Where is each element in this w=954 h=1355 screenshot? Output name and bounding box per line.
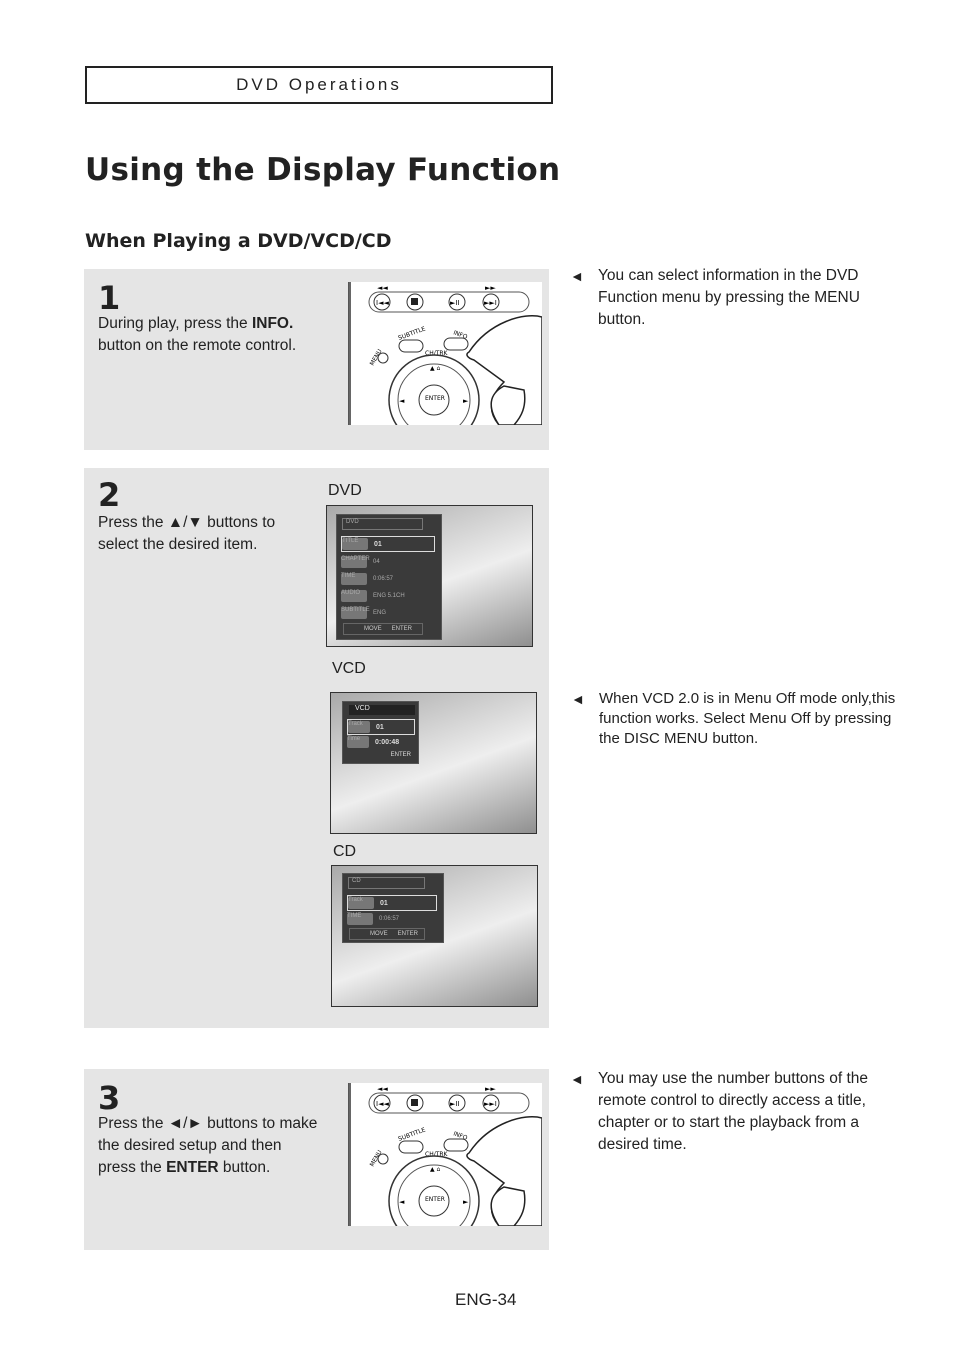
cd-label: CD [333, 843, 357, 860]
step3-note-text: You may use the number buttons of the re… [598, 1070, 868, 1153]
step1-number: 1 [98, 279, 121, 317]
page-title: Using the Display Function [85, 152, 561, 188]
vcd-label: VCD [332, 660, 366, 677]
svg-text:◄: ◄ [399, 1198, 405, 1206]
note-arrow-icon: ◄ [570, 268, 584, 284]
remote-control-illustration-3: ◄◄ ►► I◄◄ ►II ►►I SUBTITLE INFO MENU CH/… [348, 1083, 542, 1226]
step3-number: 3 [98, 1079, 121, 1117]
clock-icon: Time [347, 736, 369, 748]
svg-text:CH/TRK: CH/TRK [425, 350, 449, 357]
svg-text:►►I: ►►I [484, 1100, 497, 1108]
svg-text:INFO: INFO [452, 1130, 468, 1142]
vcd-osd-footer: ENTER [390, 752, 411, 758]
subtitle-icon: SUBTITLE [341, 607, 370, 619]
svg-text:ENTER: ENTER [425, 395, 445, 402]
step2-text: Press the ▲/▼ buttons to select the desi… [98, 514, 276, 553]
remote-info-label: INFO [452, 329, 468, 341]
svg-text:I◄◄: I◄◄ [376, 1100, 389, 1108]
step1-text: During play, press the INFO. button on t… [98, 313, 323, 357]
step3-text: Press the ◄/► buttons to make the desire… [98, 1113, 323, 1179]
svg-text:CH/TRK: CH/TRK [425, 1151, 449, 1158]
step3-note: ◄ You may use the number buttons of the … [570, 1068, 898, 1156]
vcd-osd-header: VCD [349, 705, 415, 715]
svg-text:◄◄: ◄◄ [377, 284, 388, 292]
svg-text:ENTER: ENTER [425, 1196, 445, 1203]
remote-control-graphic: ◄◄ ►► I◄◄ ►II ►►I SUBTITLE INFO MENU CH/… [349, 1083, 542, 1226]
step3-text-a: Press the ◄/► buttons to make the desire… [98, 1115, 318, 1176]
chapter-icon: CHAPTER [341, 556, 370, 568]
note-arrow-icon: ◄ [571, 691, 585, 707]
svg-text:SUBTITLE: SUBTITLE [397, 1126, 426, 1142]
svg-text:▲ ⌂: ▲ ⌂ [430, 1166, 441, 1173]
svg-text:►II: ►II [450, 1100, 460, 1108]
step1-text-bold: INFO. [251, 315, 294, 332]
step3-text-bold: ENTER [166, 1159, 219, 1176]
svg-text:►: ► [463, 397, 469, 405]
cd-osd-header: CD [348, 877, 425, 889]
remote-control-graphic: ◄◄ ►► I◄◄ ►II ►►I SUBTITLE INFO MENU CH/… [349, 282, 542, 425]
step1-note-text: You can select information in the DVD Fu… [598, 267, 860, 328]
step2-panel: 2 Press the ▲/▼ buttons to select the de… [84, 468, 549, 1028]
svg-text:►►: ►► [485, 1085, 496, 1093]
step1-panel: 1 During play, press the INFO. button on… [84, 269, 549, 450]
step1-text-b: button on the remote control. [98, 337, 297, 354]
svg-text:◄◄: ◄◄ [377, 1085, 388, 1093]
svg-text:►►I: ►►I [484, 299, 497, 307]
audio-icon: AUDIO [341, 590, 367, 602]
svg-text:I◄◄: I◄◄ [376, 299, 389, 307]
clock-icon: TIME [347, 913, 373, 925]
section-subtitle: When Playing a DVD/VCD/CD [85, 230, 392, 252]
remote-subtitle-label: SUBTITLE [397, 325, 426, 341]
step3-text-b: button. [218, 1159, 271, 1176]
dvd-label: DVD [328, 482, 362, 499]
step2-number: 2 [98, 476, 121, 514]
step3-panel: 3 Press the ◄/► buttons to make the desi… [84, 1069, 549, 1250]
section-header-label: DVD Operations [236, 75, 402, 94]
svg-text:►: ► [463, 1198, 469, 1206]
clock-icon: TIME [341, 573, 367, 585]
svg-text:◄: ◄ [399, 397, 405, 405]
dvd-osd-header: DVD [342, 518, 423, 530]
step2-note-text: When VCD 2.0 is in Menu Off mode only,th… [599, 690, 896, 747]
svg-text:►II: ►II [450, 299, 460, 307]
page-number: ENG-34 [455, 1290, 517, 1309]
track-icon: Track [348, 721, 370, 733]
svg-text:▲ ⌂: ▲ ⌂ [430, 365, 441, 372]
remote-control-illustration-1: ◄◄ ►► I◄◄ ►II ►►I SUBTITLE INFO MENU CH/… [348, 282, 542, 425]
note-arrow-icon: ◄ [570, 1071, 584, 1087]
step1-text-a: During play, press the [98, 315, 252, 332]
section-header: DVD Operations [85, 66, 553, 104]
track-icon: Track [348, 897, 374, 909]
title-icon: TITLE [342, 538, 368, 550]
svg-text:►►: ►► [485, 284, 496, 292]
step2-note: ◄ When VCD 2.0 is in Menu Off mode only,… [571, 689, 899, 749]
step1-note: ◄ You can select information in the DVD … [570, 265, 898, 331]
